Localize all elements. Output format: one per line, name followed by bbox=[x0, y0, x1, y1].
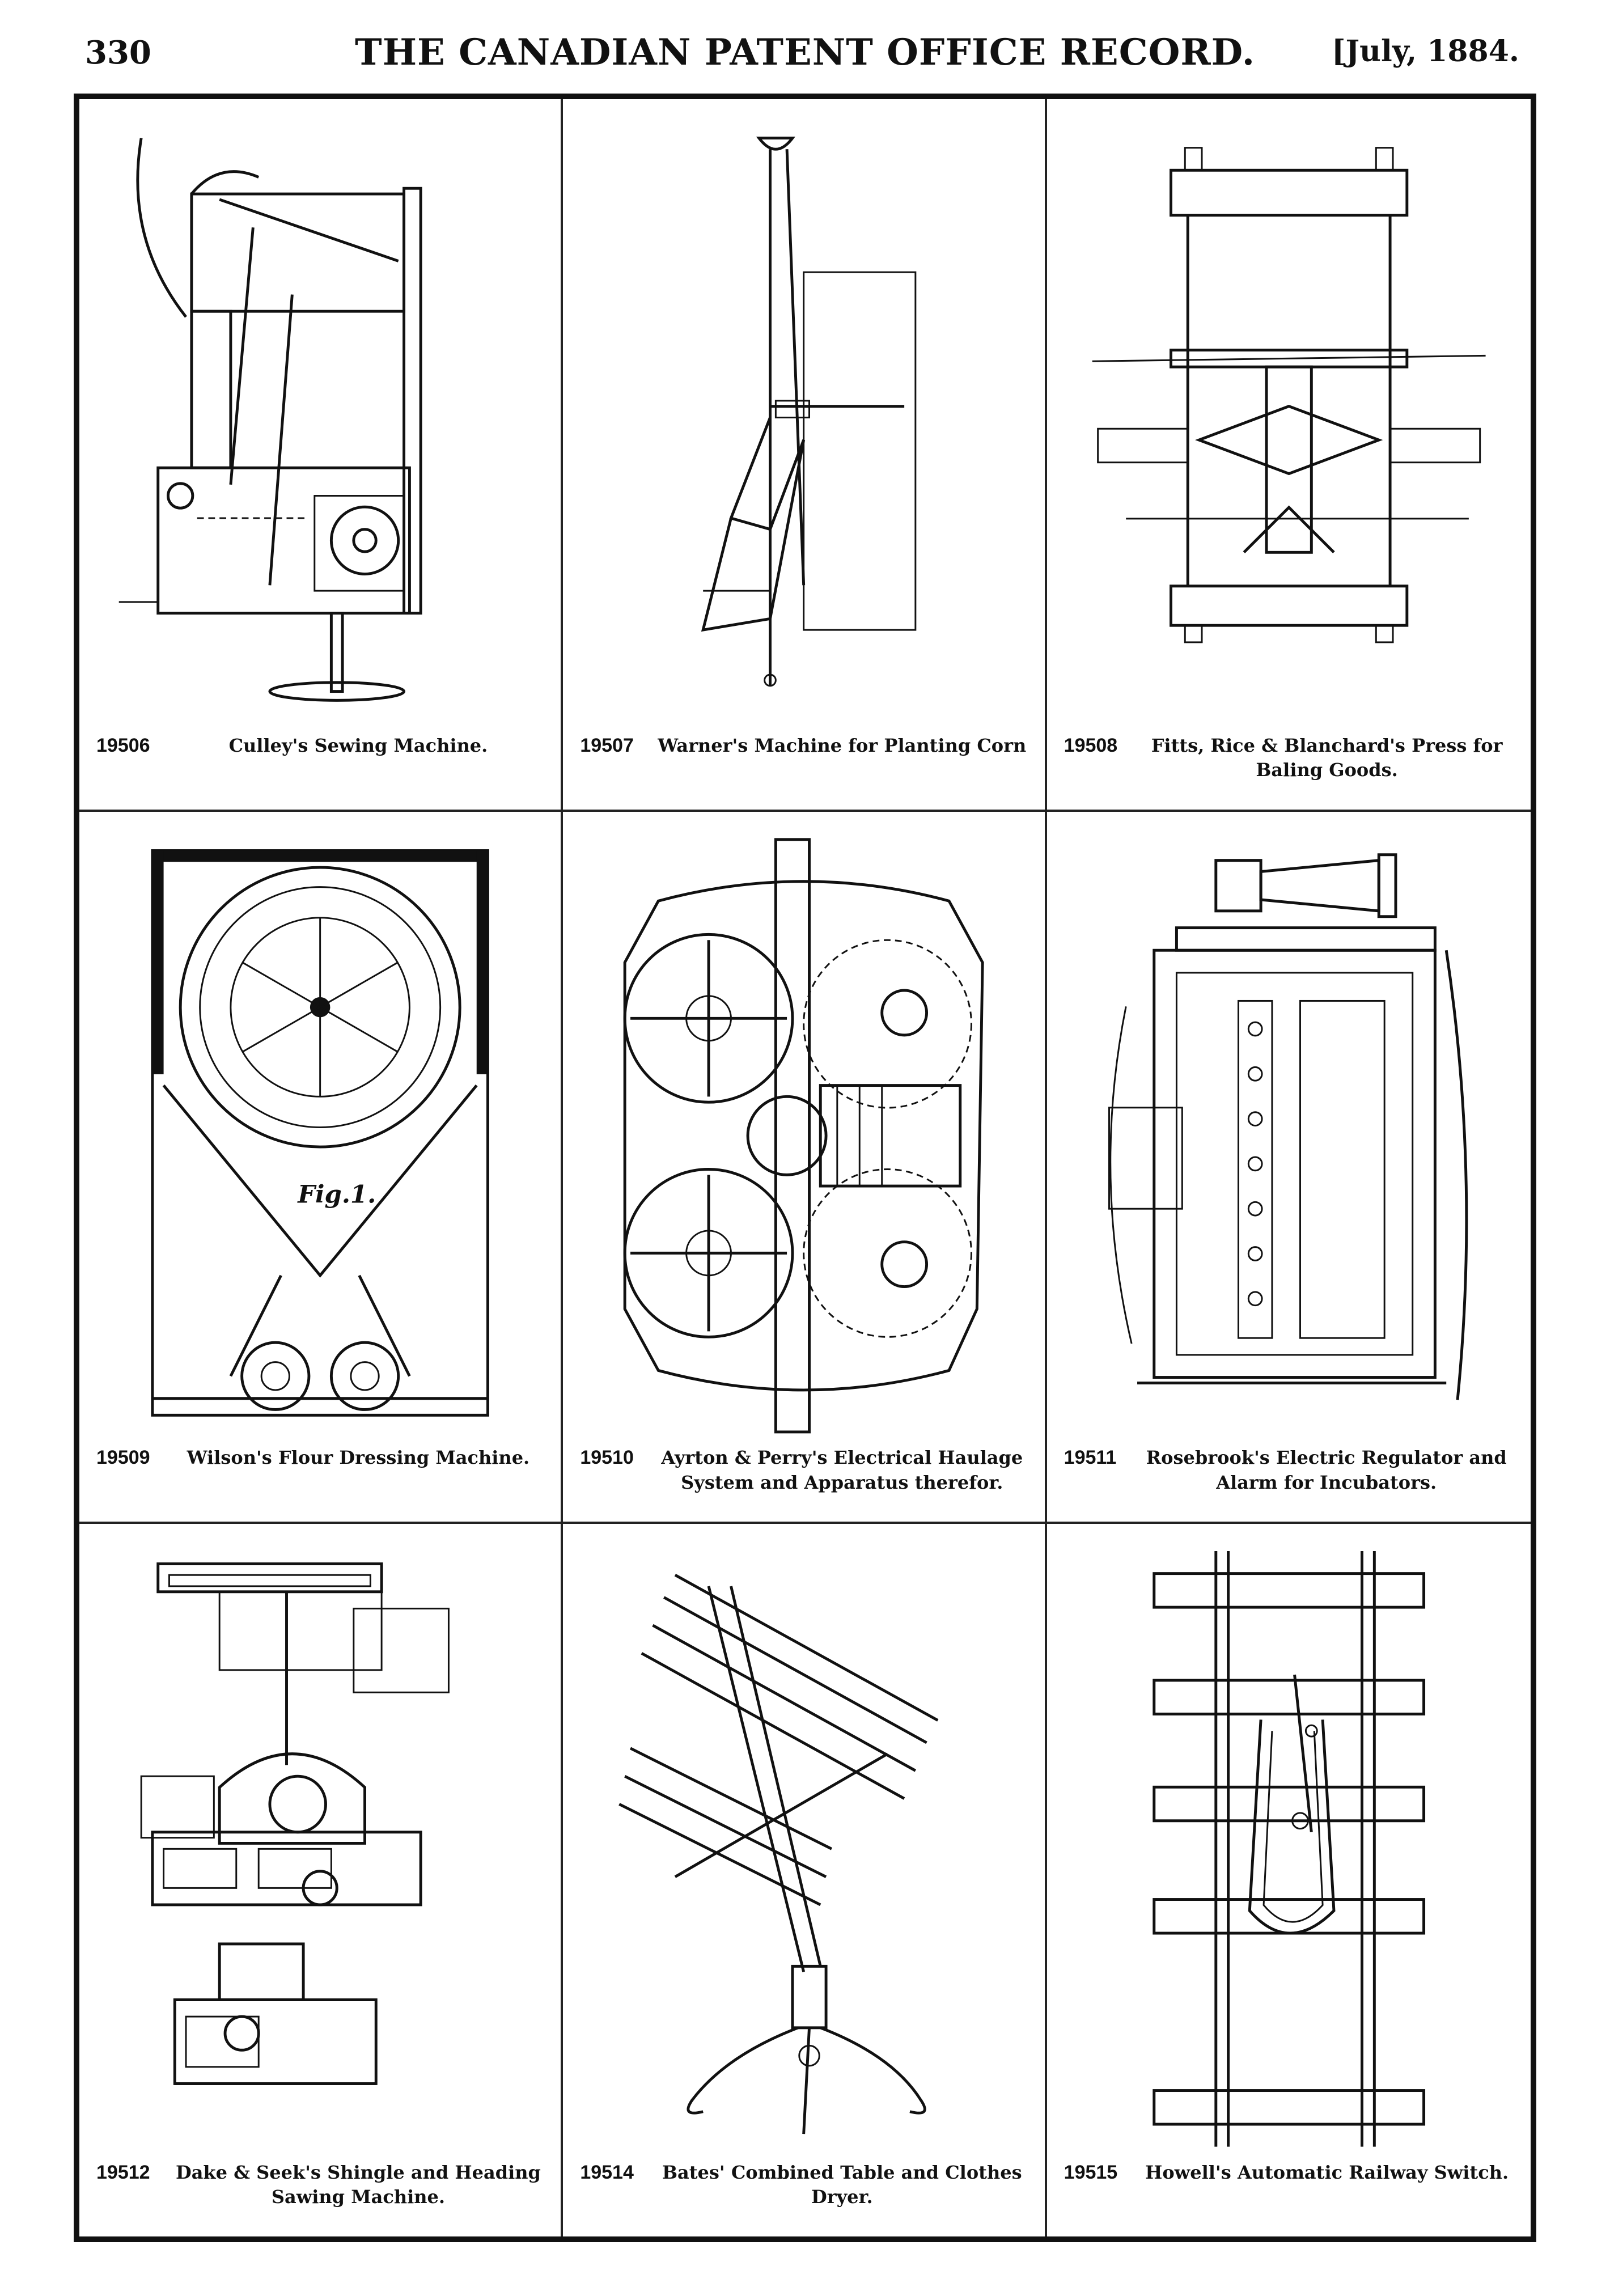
patent-number: 19510 bbox=[580, 1447, 634, 1469]
page-header: 330 THE CANADIAN PATENT OFFICE RECORD. [… bbox=[0, 0, 1610, 91]
baling-press-drawing bbox=[1075, 122, 1502, 725]
figure-panel-19512: 19512 Dake & Seek's Shingle and Heading … bbox=[79, 1524, 564, 2236]
figure-caption: 19510 Ayrton & Perry's Electrical Haulag… bbox=[580, 1442, 1027, 1505]
figure-panel-19511: 19511 Rosebrook's Electric Regulator and… bbox=[1046, 812, 1531, 1524]
patent-number: 19509 bbox=[96, 1447, 150, 1469]
patent-number: 19511 bbox=[1064, 1447, 1117, 1469]
patent-number: 19508 bbox=[1064, 734, 1118, 756]
issue-date: [July, 1884. bbox=[1331, 34, 1519, 69]
figure-caption: 19508 Fitts, Rice & Blanchard's Press fo… bbox=[1064, 730, 1514, 793]
figure-caption: 19512 Dake & Seek's Shingle and Heading … bbox=[96, 2157, 544, 2219]
patent-number: 19506 bbox=[96, 734, 150, 756]
railway-switch-drawing bbox=[1075, 1547, 1502, 2151]
fig-label: Fig.1. bbox=[296, 1180, 376, 1209]
clothes-dryer-drawing bbox=[591, 1547, 1016, 2151]
figure-caption: 19507 Warner's Machine for Planting Corn bbox=[580, 730, 1027, 793]
caption-text: Fitts, Rice & Blanchard's Press for Bali… bbox=[1151, 734, 1503, 781]
figure-caption: 19509 Wilson's Flour Dressing Machine. bbox=[96, 1442, 544, 1505]
patent-figure-grid: 19506 Culley's Sewing Machine. bbox=[79, 99, 1531, 2236]
figure-panel-19506: 19506 Culley's Sewing Machine. bbox=[79, 99, 564, 812]
figure-panel-19509: Fig.1. 19509 Wilson's Flour Dressing Mac… bbox=[79, 811, 564, 1524]
caption-text: Bates' Combined Table and Clothes Dryer. bbox=[662, 2161, 1022, 2208]
patent-number: 19512 bbox=[96, 2161, 150, 2183]
caption-text: Rosebrook's Electric Regulator and Alarm… bbox=[1146, 1447, 1507, 1493]
figure-caption: 19514 Bates' Combined Table and Clothes … bbox=[580, 2157, 1027, 2219]
figure-caption: 19506 Culley's Sewing Machine. bbox=[96, 730, 544, 793]
caption-text: Howell's Automatic Railway Switch. bbox=[1145, 2161, 1509, 2183]
figure-panel-19515: 19515 Howell's Automatic Railway Switch. bbox=[1047, 1524, 1531, 2236]
figure-caption: 19515 Howell's Automatic Railway Switch. bbox=[1064, 2157, 1514, 2219]
electrical-haulage-drawing bbox=[591, 834, 1016, 1437]
figure-caption: 19511 Rosebrook's Electric Regulator and… bbox=[1064, 1442, 1514, 1505]
caption-text: Dake & Seek's Shingle and Heading Sawing… bbox=[175, 2161, 541, 2208]
shingle-sawing-drawing bbox=[108, 1547, 532, 2151]
illustration-frame: 19506 Culley's Sewing Machine. bbox=[74, 94, 1536, 2242]
figure-panel-19508: 19508 Fitts, Rice & Blanchard's Press fo… bbox=[1046, 99, 1531, 812]
caption-text: Wilson's Flour Dressing Machine. bbox=[187, 1447, 530, 1469]
patent-number: 19515 bbox=[1064, 2161, 1118, 2183]
caption-text: Warner's Machine for Planting Corn bbox=[658, 734, 1027, 756]
flour-dressing-drawing: Fig.1. bbox=[108, 834, 532, 1437]
figure-panel-19514: 19514 Bates' Combined Table and Clothes … bbox=[563, 1524, 1047, 2236]
corn-planter-drawing bbox=[591, 122, 1016, 725]
sewing-machine-drawing bbox=[108, 122, 532, 725]
journal-title: THE CANADIAN PATENT OFFICE RECORD. bbox=[354, 31, 1256, 74]
incubator-regulator-drawing bbox=[1075, 834, 1502, 1437]
caption-text: Culley's Sewing Machine. bbox=[228, 734, 488, 756]
figure-panel-19507: 19507 Warner's Machine for Planting Corn bbox=[563, 99, 1047, 812]
caption-text: Ayrton & Perry's Electrical Haulage Syst… bbox=[661, 1447, 1023, 1493]
patent-number: 19507 bbox=[580, 734, 634, 756]
page-number: 330 bbox=[85, 34, 151, 71]
patent-number: 19514 bbox=[580, 2161, 634, 2183]
figure-panel-19510: 19510 Ayrton & Perry's Electrical Haulag… bbox=[563, 811, 1047, 1524]
